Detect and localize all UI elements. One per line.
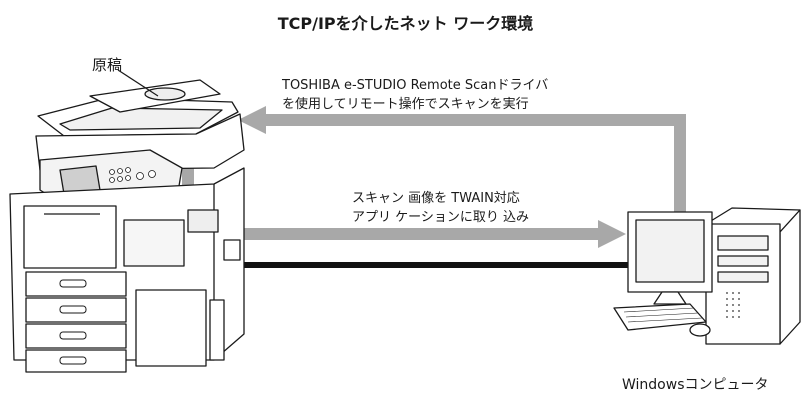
remote-scan-line-1: TOSHIBA e-STUDIO Remote Scanドライバ xyxy=(282,78,549,93)
image-import-line-2: アプリ ケーションに取り 込み xyxy=(352,210,530,225)
windows-computer xyxy=(613,207,801,345)
remote-scan-arrow xyxy=(238,106,686,226)
computer-label: Windowsコンピュータ xyxy=(622,377,769,393)
original-label: 原稿 xyxy=(92,56,123,74)
remote-scan-caption: TOSHIBA e-STUDIO Remote Scanドライバ を使用してリモ… xyxy=(282,76,548,114)
mfp-copier xyxy=(9,69,245,373)
network-cable xyxy=(220,262,640,268)
image-import-line-1: スキャン 画像を TWAIN対応 xyxy=(352,191,520,206)
remote-scan-line-2: を使用してリモート操作でスキャンを実行 xyxy=(282,97,529,112)
diagram-title: TCP/IPを介したネット ワーク環境 xyxy=(277,14,534,33)
image-import-arrow xyxy=(182,120,626,248)
image-import-caption: スキャン 画像を TWAIN対応 アプリ ケーションに取り 込み xyxy=(352,189,529,227)
original-document xyxy=(144,87,186,101)
